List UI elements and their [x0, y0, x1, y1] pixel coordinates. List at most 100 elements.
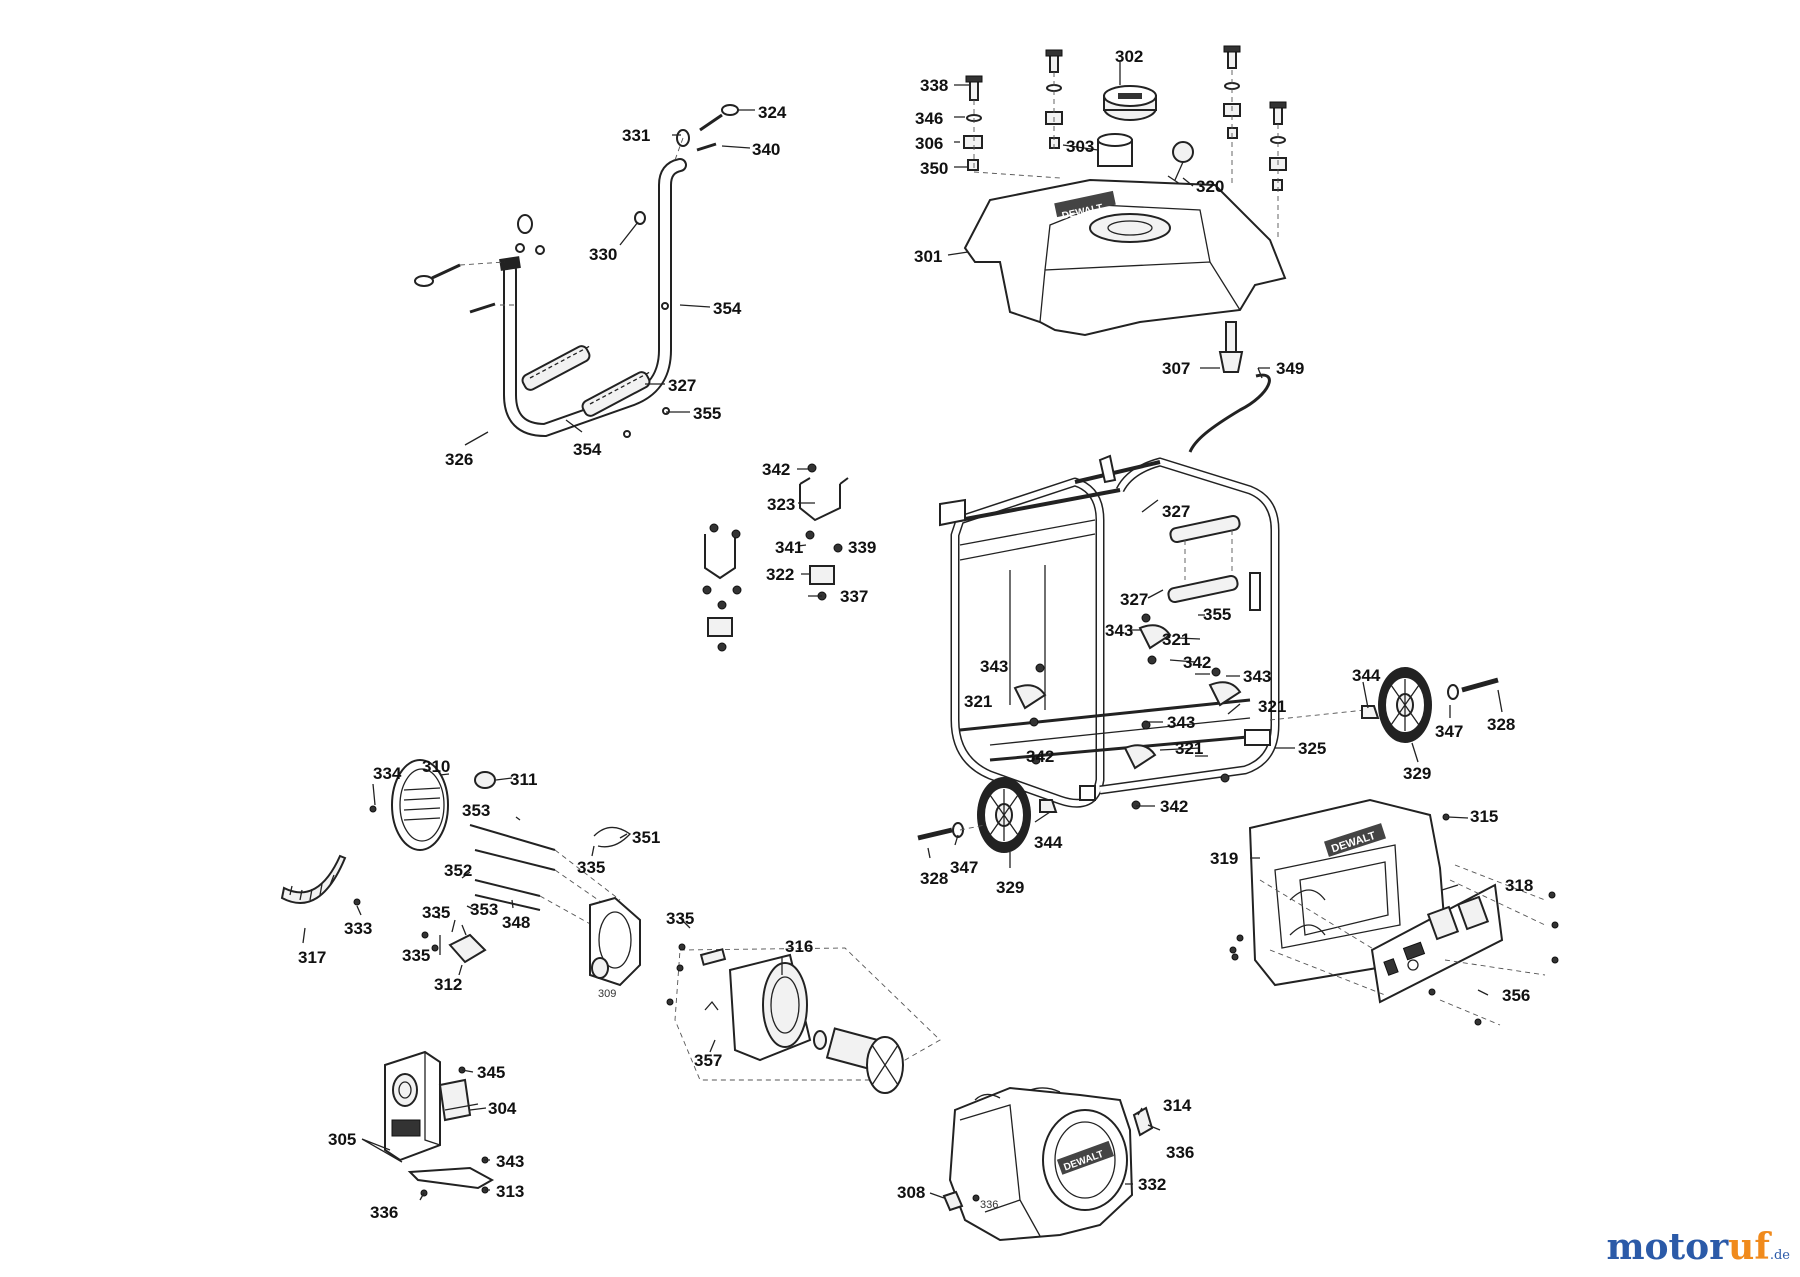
callout-350: 350	[920, 159, 948, 178]
label-309: 309	[598, 988, 616, 1000]
callout-342b: 342	[1183, 653, 1211, 672]
callout-331: 331	[622, 126, 650, 145]
callout-321a: 321	[1162, 630, 1190, 649]
callout-356: 356	[1502, 986, 1530, 1005]
callout-347a: 347	[950, 858, 978, 877]
callout-304: 304	[488, 1099, 517, 1118]
label-336-small: 336	[980, 1199, 998, 1211]
callout-349: 349	[1276, 359, 1304, 378]
callout-341: 341	[775, 538, 803, 557]
callout-334: 334	[373, 764, 402, 783]
callout-327a: 327	[668, 376, 696, 395]
callout-335d: 335	[666, 909, 694, 928]
callout-335b: 335	[422, 903, 450, 922]
callout-labels: 338 302 346 306 303 350 320 301 307 349 …	[298, 47, 1533, 1222]
callout-354b: 354	[573, 440, 602, 459]
callout-321d: 321	[1175, 739, 1203, 758]
callout-353a: 353	[462, 801, 490, 820]
callout-348: 348	[502, 913, 530, 932]
callout-343b: 343	[980, 657, 1008, 676]
callout-351: 351	[632, 828, 660, 847]
callout-336b: 336	[1166, 1143, 1194, 1162]
callout-301: 301	[914, 247, 942, 266]
callout-353b: 353	[470, 900, 498, 919]
tank-bolts-right	[1223, 45, 1287, 191]
callout-329a: 329	[996, 878, 1024, 897]
callout-343e: 343	[496, 1152, 524, 1171]
callout-322: 322	[766, 565, 794, 584]
callout-328a: 328	[920, 869, 948, 888]
callout-302: 302	[1115, 47, 1143, 66]
callout-311: 311	[510, 770, 537, 789]
fuel-tank-group: DEWALT	[963, 45, 1287, 453]
callout-347b: 347	[1435, 722, 1463, 741]
brand-domain: .de	[1769, 1248, 1790, 1263]
callout-321c: 321	[1258, 697, 1286, 716]
brand-name-a: motor	[1606, 1226, 1729, 1268]
brand-name-b: uf	[1728, 1226, 1770, 1268]
control-panel-group: DEWALT	[1229, 798, 1559, 1026]
callout-327b: 327	[1162, 502, 1190, 521]
callout-317: 317	[298, 948, 326, 967]
callout-332: 332	[1138, 1175, 1166, 1194]
callout-355b: 355	[1203, 605, 1231, 624]
callout-323: 323	[767, 495, 795, 514]
callout-339: 339	[848, 538, 876, 557]
callout-306: 306	[915, 134, 943, 153]
callout-330: 330	[589, 245, 617, 264]
callout-313: 313	[496, 1182, 524, 1201]
callout-326: 326	[445, 450, 473, 469]
callout-340: 340	[752, 140, 780, 159]
callout-308: 308	[897, 1183, 925, 1202]
callout-318: 318	[1505, 876, 1533, 895]
callout-321b: 321	[964, 692, 992, 711]
callout-329b: 329	[1403, 764, 1431, 783]
callout-346: 346	[915, 109, 943, 128]
callout-307: 307	[1162, 359, 1190, 378]
callout-352: 352	[444, 861, 472, 880]
callout-327c: 327	[1120, 590, 1148, 609]
callout-336a: 336	[370, 1203, 398, 1222]
callout-315: 315	[1470, 807, 1498, 826]
callout-342d: 342	[1160, 797, 1188, 816]
mount-brackets-group	[702, 463, 849, 652]
leader-lines	[302, 62, 1503, 1201]
wheel-right	[1361, 667, 1499, 743]
callout-319: 319	[1210, 849, 1238, 868]
callout-343a: 343	[1105, 621, 1133, 640]
alternator-group	[280, 759, 941, 1094]
callout-328b: 328	[1487, 715, 1515, 734]
engine-group: DEWALT	[942, 1086, 1154, 1242]
callout-342c: 342	[1026, 747, 1054, 766]
callout-337: 337	[840, 587, 868, 606]
frame-group	[939, 454, 1366, 810]
callout-342a: 342	[762, 460, 790, 479]
callout-355a: 355	[693, 404, 721, 423]
tank-bolts-left	[963, 49, 1063, 171]
callout-305: 305	[328, 1130, 356, 1149]
callout-354a: 354	[713, 299, 742, 318]
callout-333: 333	[344, 919, 372, 938]
callout-344a: 344	[1034, 833, 1063, 852]
callout-343c: 343	[1243, 667, 1271, 686]
callout-324: 324	[758, 103, 787, 122]
brand-logo: motoruf.de	[1606, 1226, 1790, 1268]
callout-314: 314	[1163, 1096, 1192, 1115]
callout-320: 320	[1196, 177, 1224, 196]
callout-325: 325	[1298, 739, 1326, 758]
air-filter-group	[384, 1050, 495, 1197]
callout-310: 310	[422, 757, 450, 776]
fuel-tank	[963, 178, 1287, 337]
callout-335a: 335	[577, 858, 605, 877]
callout-316: 316	[785, 937, 813, 956]
callout-338: 338	[920, 76, 948, 95]
callout-357: 357	[694, 1051, 722, 1070]
callout-344b: 344	[1352, 666, 1381, 685]
wheel-left	[917, 777, 1058, 853]
callout-345: 345	[477, 1063, 505, 1082]
callout-335c: 335	[402, 946, 430, 965]
callout-343d: 343	[1167, 713, 1195, 732]
callout-312: 312	[434, 975, 462, 994]
callout-303: 303	[1066, 137, 1094, 156]
